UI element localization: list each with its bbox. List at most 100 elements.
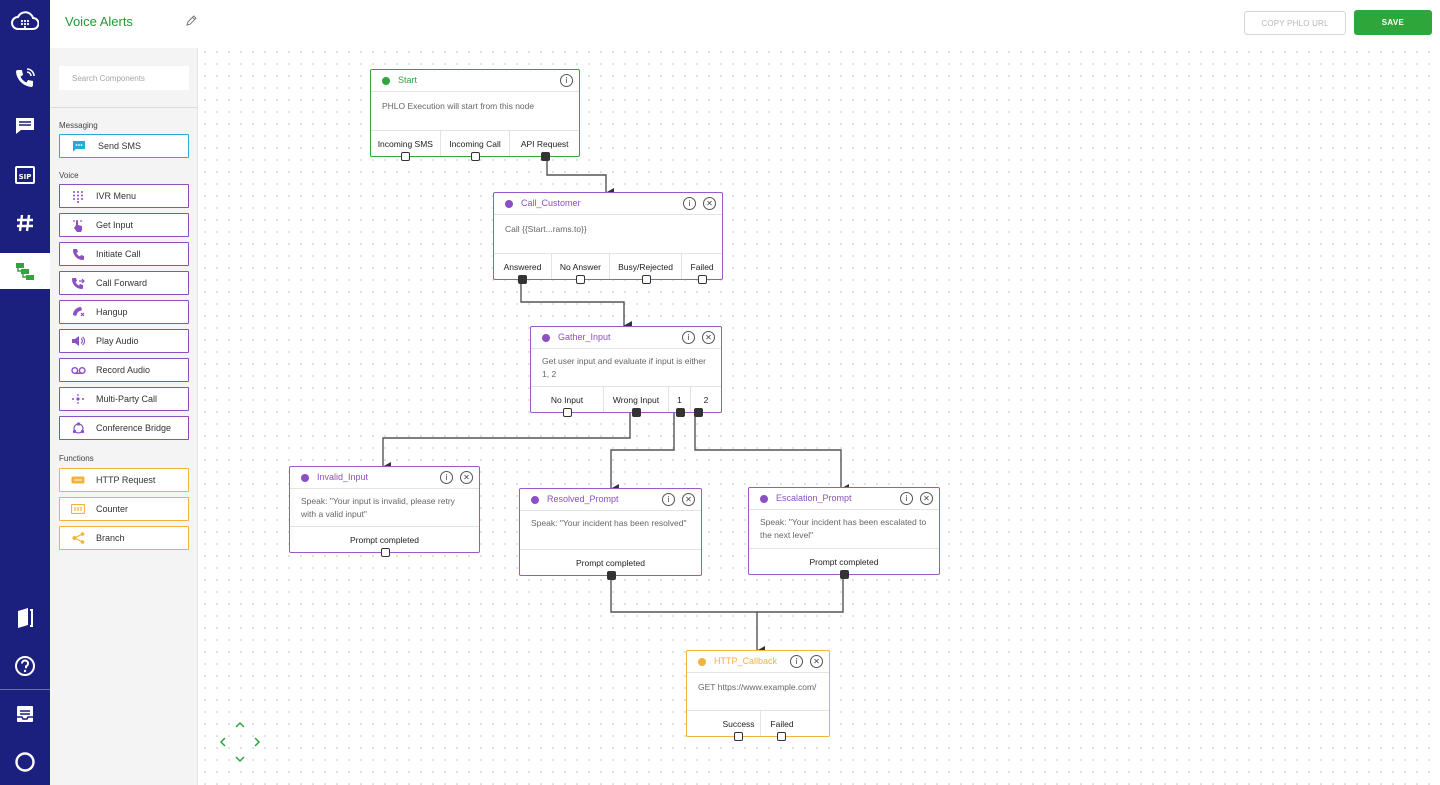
phlo-icon[interactable] <box>0 253 50 289</box>
output-prompt-completed: Prompt completed <box>290 527 479 557</box>
output-failed: Failed <box>681 254 722 284</box>
output-port[interactable] <box>563 408 572 417</box>
header: Voice Alerts COPY PHLO URL SAVE <box>50 0 1440 46</box>
voice-icon[interactable] <box>0 60 50 96</box>
close-icon[interactable]: ✕ <box>460 471 473 484</box>
numbers-icon[interactable] <box>0 205 50 241</box>
node-header: Start i <box>371 70 579 92</box>
inbox-icon[interactable] <box>0 696 50 732</box>
node-title: Invalid_Input <box>317 472 369 482</box>
sip-icon[interactable]: SIP <box>0 157 50 193</box>
component-hangup[interactable]: Hangup <box>59 300 189 324</box>
pan-right-button[interactable] <box>249 734 265 750</box>
output-answered: Answered <box>494 254 551 284</box>
component-initiate-call[interactable]: Initiate Call <box>59 242 189 266</box>
component-label: Counter <box>96 504 129 514</box>
component-branch[interactable]: Branch <box>59 526 189 550</box>
node-start[interactable]: Start i PHLO Execution will start from t… <box>370 69 580 161</box>
docs-icon[interactable] <box>0 600 50 636</box>
node-escalation-prompt[interactable]: Escalation_Prompt i ✕ Speak: "Your incid… <box>748 487 940 579</box>
chevron-up-icon <box>235 721 245 728</box>
info-icon[interactable]: i <box>440 471 453 484</box>
pan-up-button[interactable] <box>232 717 248 733</box>
output-port[interactable] <box>632 408 641 417</box>
pan-left-button[interactable] <box>215 734 231 750</box>
output-label: No Input <box>550 394 584 405</box>
node-gather-input[interactable]: Gather_Input i ✕ Get user input and eval… <box>530 326 722 417</box>
edit-pencil-icon[interactable] <box>185 15 197 30</box>
component-label: Get Input <box>96 220 134 230</box>
output-port[interactable] <box>698 275 708 284</box>
info-icon[interactable]: i <box>683 197 696 210</box>
status-dot <box>542 334 550 342</box>
save-button[interactable]: SAVE <box>1354 10 1432 35</box>
output-busy-rejected: Busy/Rejected <box>608 254 681 284</box>
copy-phlo-url-button[interactable]: COPY PHLO URL <box>1244 11 1346 35</box>
component-conference-bridge[interactable]: Conference Bridge <box>59 416 189 440</box>
output-port[interactable] <box>734 732 744 741</box>
node-http-callback[interactable]: HTTP_Callback i ✕ GET https://www.exampl… <box>686 650 830 741</box>
output-port[interactable] <box>777 732 787 741</box>
node-description: Speak: "Your incident has been resolved" <box>531 518 687 528</box>
sidebar-divider <box>50 107 197 108</box>
output-label: Answered <box>503 261 542 272</box>
close-icon[interactable]: ✕ <box>920 492 933 505</box>
section-functions: Functions <box>59 454 94 463</box>
component-record-audio[interactable]: Record Audio <box>59 358 189 382</box>
output-port[interactable] <box>401 152 411 161</box>
output-port[interactable] <box>693 408 703 417</box>
output-port[interactable] <box>518 275 528 284</box>
output-port[interactable] <box>576 275 586 284</box>
node-call-customer[interactable]: Call_Customer i ✕ Call {{Start...rams.to… <box>493 192 723 284</box>
component-send-sms[interactable]: Send SMS <box>59 134 189 158</box>
node-title: Escalation_Prompt <box>776 493 852 503</box>
keypad-icon <box>60 190 96 203</box>
component-label: HTTP Request <box>96 475 156 485</box>
info-icon[interactable]: i <box>900 492 913 505</box>
output-label: Prompt completed <box>350 534 419 545</box>
output-port[interactable] <box>675 408 685 417</box>
output-port[interactable] <box>641 275 651 284</box>
info-icon[interactable]: i <box>790 655 803 668</box>
node-header: Gather_Input i ✕ <box>531 327 721 349</box>
node-description: Speak: "Your incident has been escalated… <box>760 517 927 540</box>
node-invalid-input[interactable]: Invalid_Input i ✕ Speak: "Your input is … <box>289 466 480 557</box>
output-label: 1 <box>677 394 682 405</box>
output-success: Success <box>687 711 760 741</box>
help-icon[interactable] <box>0 648 50 684</box>
pan-down-button[interactable] <box>232 751 248 767</box>
close-icon[interactable]: ✕ <box>702 331 715 344</box>
info-icon[interactable]: i <box>662 493 675 506</box>
account-icon[interactable] <box>0 744 50 780</box>
chevron-left-icon <box>219 737 226 747</box>
node-resolved-prompt[interactable]: Resolved_Prompt i ✕ Speak: "Your inciden… <box>519 488 702 580</box>
output-port[interactable] <box>606 571 616 580</box>
component-counter[interactable]: Counter <box>59 497 189 521</box>
output-port[interactable] <box>380 548 390 557</box>
node-header: HTTP_Callback i ✕ <box>687 651 829 673</box>
status-dot <box>531 496 539 504</box>
component-label: Initiate Call <box>96 249 141 259</box>
component-call-forward[interactable]: Call Forward <box>59 271 189 295</box>
output-port[interactable] <box>840 570 849 579</box>
component-label: Send SMS <box>98 141 142 151</box>
component-ivr-menu[interactable]: IVR Menu <box>59 184 189 208</box>
search-components-input[interactable] <box>59 66 189 90</box>
node-header: Resolved_Prompt i ✕ <box>520 489 701 511</box>
cloud-logo-icon[interactable] <box>0 4 50 40</box>
close-icon[interactable]: ✕ <box>682 493 695 506</box>
info-icon[interactable]: i <box>682 331 695 344</box>
messaging-icon[interactable] <box>0 108 50 144</box>
close-icon[interactable]: ✕ <box>703 197 716 210</box>
component-label: Multi-Party Call <box>96 394 158 404</box>
info-icon[interactable]: i <box>560 74 573 87</box>
component-get-input[interactable]: Get Input <box>59 213 189 237</box>
component-label: Record Audio <box>96 365 151 375</box>
component-http-request[interactable]: HTTP Request <box>59 468 189 492</box>
component-multi-party-call[interactable]: Multi-Party Call <box>59 387 189 411</box>
output-label: Incoming Call <box>449 138 501 149</box>
close-icon[interactable]: ✕ <box>810 655 823 668</box>
output-port[interactable] <box>471 152 480 161</box>
component-play-audio[interactable]: Play Audio <box>59 329 189 353</box>
output-port[interactable] <box>540 152 550 161</box>
